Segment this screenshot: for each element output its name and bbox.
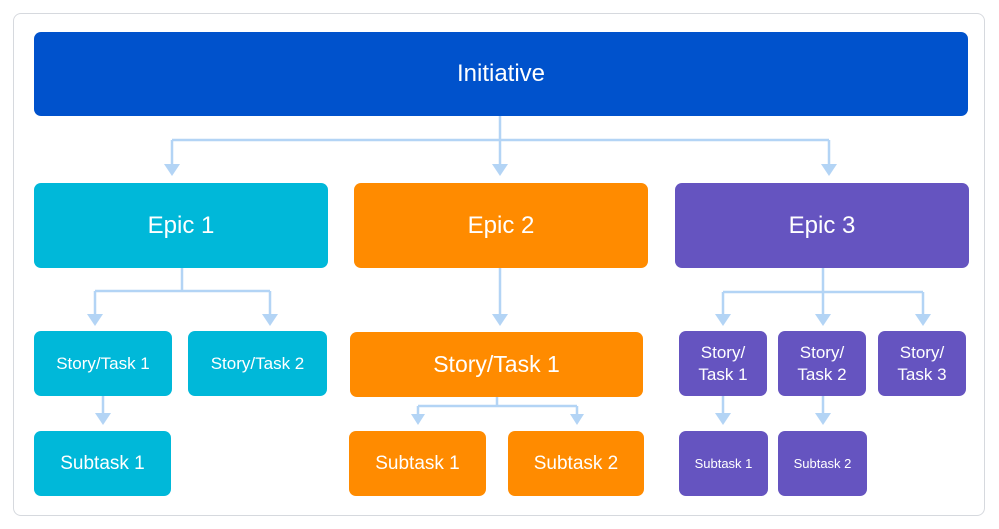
initiative-label: Initiative (456, 60, 546, 87)
epic-3-story-2-node: Story/ Task 2 (778, 331, 866, 396)
epic-3-story-2-label-line-2: Task 2 (797, 364, 847, 384)
epic-2-label: Epic 2 (467, 211, 535, 239)
epic-3-node: Epic 3 (675, 183, 969, 268)
epic-3-story-1-label-line-1: Story/ (700, 342, 746, 362)
epic-2-subtask-2-label: Subtask 2 (533, 452, 619, 474)
epic-2-node: Epic 2 (354, 183, 648, 268)
epic-3-story-1-label-line-2: Task 1 (698, 364, 748, 384)
epic-3-subtask-2-node: Subtask 2 (778, 431, 867, 496)
epic-1-subtask-1-node: Subtask 1 (34, 431, 171, 496)
epic-2-subtask-2-node: Subtask 2 (508, 431, 644, 496)
epic-3-subtask-2-label: Subtask 2 (793, 456, 852, 471)
epic-2-subtask-1-node: Subtask 1 (349, 431, 486, 496)
epic-3-story-3-label-line-1: Story/ (899, 342, 945, 362)
epic-1-node: Epic 1 (34, 183, 328, 268)
epic-3-subtask-1-label: Subtask 1 (694, 456, 753, 471)
epic-1-story-2-node: Story/Task 2 (188, 331, 327, 396)
epic-1-label: Epic 1 (147, 211, 215, 239)
epic-1-subtask-1-label: Subtask 1 (60, 452, 145, 474)
epic-3-story-1-node: Story/ Task 1 (679, 331, 767, 396)
epic-3-subtask-1-node: Subtask 1 (679, 431, 768, 496)
epic-1-story-2-label: Story/Task 2 (210, 353, 305, 373)
epic-3-story-3-label-line-2: Task 3 (897, 364, 947, 384)
epic-2-story-1-node: Story/Task 1 (350, 332, 643, 397)
epic-1-story-1-node: Story/Task 1 (34, 331, 172, 396)
epic-3-label: Epic 3 (788, 211, 856, 239)
epic-3-story-2-label-line-1: Story/ (799, 342, 845, 362)
epic-3-story-3-node: Story/ Task 3 (878, 331, 966, 396)
epic-2-subtask-1-label: Subtask 1 (375, 452, 460, 474)
initiative-node: Initiative (34, 32, 968, 116)
epic-2-story-1-label: Story/Task 1 (433, 351, 560, 377)
epic-1-story-1-label: Story/Task 1 (56, 353, 150, 373)
